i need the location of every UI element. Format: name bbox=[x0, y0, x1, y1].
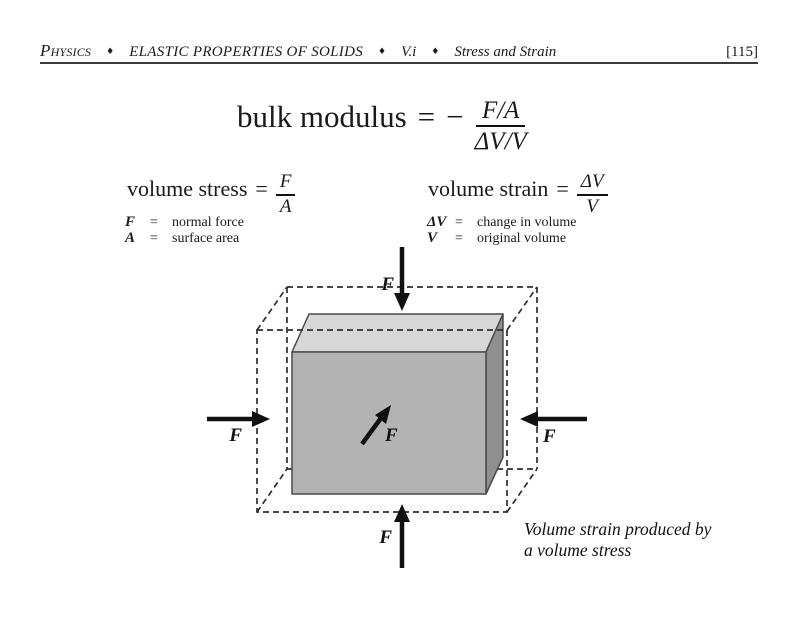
center-force-arrowhead-icon bbox=[375, 405, 391, 424]
chapter-title: ELASTIC PROPERTIES OF SOLIDS bbox=[129, 44, 364, 60]
symbol: A bbox=[125, 229, 136, 246]
equals-sign: = bbox=[255, 175, 268, 201]
page-header: Physics ♦ ELASTIC PROPERTIES OF SOLIDS ♦… bbox=[40, 41, 758, 61]
fraction-numerator: F bbox=[275, 171, 296, 196]
definition-text: surface area bbox=[172, 230, 240, 246]
definition-text: change in volume bbox=[477, 215, 577, 230]
center-force-arrow-shaft bbox=[360, 416, 383, 446]
fraction-denominator: ΔV/V bbox=[474, 128, 527, 155]
cube-top-face bbox=[291, 313, 504, 353]
force-arrows bbox=[207, 247, 587, 568]
definition-row: ΔV = change in volume bbox=[427, 214, 577, 231]
right-force-arrowhead-icon bbox=[520, 411, 538, 427]
strain-definitions: ΔV = change in volume V = original volum… bbox=[427, 214, 577, 247]
equals-sign: = bbox=[150, 230, 158, 246]
bulk-modulus-fraction: F/A ΔV/V bbox=[475, 97, 527, 155]
top-force-label: F bbox=[380, 274, 394, 295]
book-title: Physics bbox=[40, 41, 92, 60]
equals-sign: = bbox=[455, 215, 463, 230]
diamond-separator-icon: ♦ bbox=[431, 47, 440, 57]
caption-line-2: a volume stress bbox=[524, 540, 632, 560]
symbol: ΔV bbox=[427, 214, 447, 230]
diamond-separator-icon: ♦ bbox=[378, 47, 387, 57]
volume-strain-fraction: ΔV V bbox=[576, 171, 608, 217]
minus-sign: − bbox=[446, 99, 464, 134]
fraction-numerator: ΔV bbox=[576, 171, 608, 196]
equals-sign: = bbox=[150, 215, 158, 230]
fraction-numerator: F/A bbox=[475, 97, 526, 127]
cube-front-face bbox=[291, 351, 487, 495]
equals-sign: = bbox=[417, 99, 436, 134]
symbol: F bbox=[125, 214, 136, 230]
volume-strain-lhs: volume strain bbox=[428, 175, 549, 201]
bulk-modulus-formula: bulk modulus = − F/A ΔV/V bbox=[237, 97, 527, 155]
top-left-diagonal-edge bbox=[256, 286, 288, 331]
definition-text: normal force bbox=[172, 215, 244, 230]
center-force-label: F bbox=[384, 425, 398, 446]
left-force-arrowhead-icon bbox=[252, 411, 270, 427]
definition-row: F = normal force bbox=[125, 214, 244, 231]
bulk-modulus-lhs: bulk modulus bbox=[237, 99, 407, 134]
volume-stress-fraction: F A bbox=[275, 171, 296, 217]
right-force-label: F bbox=[542, 426, 556, 447]
bottom-left-diagonal-edge bbox=[256, 468, 288, 513]
equals-sign: = bbox=[556, 175, 569, 201]
bottom-force-label: F bbox=[378, 527, 392, 548]
force-labels: F F F F F bbox=[228, 274, 556, 548]
section-number: V.i bbox=[401, 44, 417, 60]
figure-caption: Volume strain produced by a volume stres… bbox=[524, 519, 734, 561]
header-rule bbox=[40, 62, 758, 64]
fraction-denominator: V bbox=[586, 195, 598, 217]
definition-row: V = original volume bbox=[427, 229, 577, 247]
bottom-right-diagonal-edge bbox=[506, 468, 538, 513]
section-title: Stress and Strain bbox=[454, 44, 557, 60]
symbol: V bbox=[427, 229, 438, 246]
equals-sign: = bbox=[455, 230, 463, 246]
definition-text: original volume bbox=[477, 230, 567, 246]
bottom-force-arrowhead-icon bbox=[394, 504, 410, 522]
left-force-label: F bbox=[228, 425, 242, 446]
top-force-arrowhead-icon bbox=[394, 293, 410, 311]
caption-line-1: Volume strain produced by bbox=[524, 519, 712, 539]
fraction-denominator: A bbox=[279, 195, 292, 217]
page-number: [115] bbox=[726, 44, 758, 60]
volume-strain-formula: volume strain = ΔV V bbox=[428, 171, 608, 217]
volume-stress-lhs: volume stress bbox=[127, 175, 248, 201]
diamond-separator-icon: ♦ bbox=[106, 47, 115, 57]
definition-row: A = surface area bbox=[125, 229, 244, 247]
top-right-diagonal-edge bbox=[506, 286, 538, 331]
stress-definitions: F = normal force A = surface area bbox=[125, 214, 244, 247]
compressed-cube bbox=[291, 313, 504, 495]
volume-stress-formula: volume stress = F A bbox=[127, 171, 296, 217]
